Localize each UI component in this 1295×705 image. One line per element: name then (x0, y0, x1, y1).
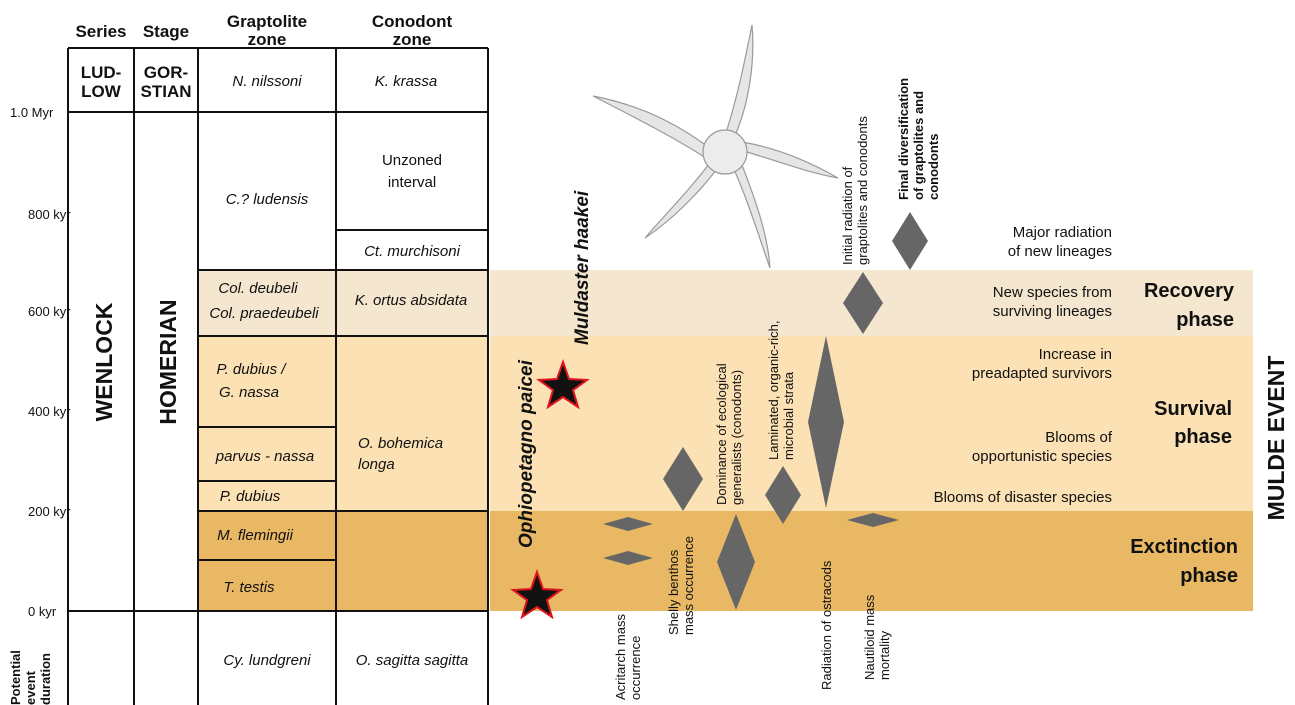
potential-label-1: Potential (8, 650, 23, 705)
shelly-1: Shelly benthos (666, 549, 681, 635)
species-ophiopetagno: Ophiopetagno paicei (516, 359, 537, 548)
phase-survival-1: Survival (1154, 398, 1232, 420)
ann-new-species-2: surviving lineages (993, 303, 1112, 320)
final-div-1: Final diversification (896, 78, 911, 200)
tick-0kyr: 0 kyr (28, 604, 57, 619)
label-final-diversification: Final diversification of graptolites and… (896, 78, 941, 200)
series-ludlow-1: LUD- (81, 63, 122, 82)
grapt-col-praedeubeli: Col. praedeubeli (209, 305, 319, 322)
dominance-2: generalists (conodonts) (729, 370, 744, 505)
label-dominance: Dominance of ecological generalists (con… (714, 363, 744, 505)
grapt-col-deubeli: Col. deubeli (218, 280, 298, 297)
potential-label-3: duration (38, 653, 53, 705)
header-conodont-1: Conodont (372, 12, 453, 31)
label-initial-radiation: Initial radiation of graptolites and con… (840, 116, 870, 265)
final-div-2: of graptolites and (911, 91, 926, 200)
header-graptolite-2: zone (248, 30, 287, 49)
grapt-parvus-nassa: parvus - nassa (215, 448, 314, 465)
final-div-3: conodonts (926, 134, 941, 200)
grapt-m-flemingii: M. flemingii (217, 527, 294, 544)
cono-unzoned-2: interval (388, 174, 436, 191)
stage-gorstian-1: GOR- (144, 63, 188, 82)
grapt-t-testis: T. testis (223, 579, 275, 596)
ann-blooms-opp-2: opportunistic species (972, 448, 1112, 465)
ann-new-species-1: New species from (993, 284, 1112, 301)
ann-increase-1: Increase in (1039, 346, 1112, 363)
acritarch-1: Acritarch mass (613, 614, 628, 700)
cono-o-sagitta: O. sagitta sagitta (356, 652, 469, 669)
laminated-2: microbial strata (781, 371, 796, 460)
phase-survival-2: phase (1174, 426, 1232, 448)
ann-major-radiation-1: Major radiation (1013, 224, 1112, 241)
cono-longa: longa (358, 456, 395, 473)
cono-ct-murchisoni: Ct. murchisoni (364, 243, 461, 260)
tick-600kyr: 600 kyr (28, 304, 71, 319)
tick-200kyr: 200 kyr (28, 504, 71, 519)
cono-unzoned-1: Unzoned (382, 152, 442, 169)
nautiloid-1: Nautiloid mass (862, 594, 877, 680)
header-stage: Stage (143, 22, 189, 41)
species-muldaster: Muldaster haakei (572, 190, 593, 345)
brittle-star-illustration (593, 25, 838, 268)
ann-major-radiation-2: of new lineages (1008, 243, 1112, 260)
grapt-g-nassa: G. nassa (219, 384, 279, 401)
cono-k-krassa: K. krassa (375, 73, 438, 90)
header-graptolite-1: Graptolite (227, 12, 307, 31)
acritarch-2: occurrence (628, 636, 643, 700)
potential-label-2: event (23, 670, 38, 705)
initial-rad-1: Initial radiation of (840, 166, 855, 265)
dominance-1: Dominance of ecological (714, 363, 729, 505)
label-acritarch: Acritarch mass occurrence (613, 614, 643, 700)
cono-fill-extinction (336, 511, 488, 611)
tick-400kyr: 400 kyr (28, 404, 71, 419)
grapt-p-dubius: P. dubius (220, 488, 281, 505)
phase-extinction-1: Exctinction (1130, 536, 1238, 558)
label-shelly: Shelly benthos mass occurrence (666, 536, 696, 635)
tick-800kyr: 800 kyr (28, 207, 71, 222)
cono-o-bohemica: O. bohemica (358, 435, 443, 452)
grapt-cy-lundgreni: Cy. lundgreni (223, 652, 311, 669)
laminated-1: Laminated, organic-rich, (766, 321, 781, 460)
diamond-final-div (892, 212, 928, 270)
ann-blooms-opp-1: Blooms of (1045, 429, 1113, 446)
ann-increase-2: preadapted survivors (972, 365, 1112, 382)
potential-event-duration-label: Potential event duration (8, 650, 53, 705)
grapt-c-ludensis: C.? ludensis (226, 191, 309, 208)
survival-phase-band (490, 336, 1253, 511)
initial-rad-2: graptolites and conodonts (855, 116, 870, 265)
grapt-p-dubius-slash: P. dubius / (217, 361, 288, 378)
phase-recovery-2: phase (1176, 309, 1234, 331)
series-wenlock: WENLOCK (91, 302, 117, 421)
cono-fill-survival (336, 336, 488, 511)
phase-recovery-1: Recovery (1144, 280, 1235, 302)
ann-blooms-disaster: Blooms of disaster species (934, 489, 1112, 506)
stage-gorstian-2: STIAN (141, 82, 192, 101)
stage-homerian: HOMERIAN (155, 299, 181, 424)
header-conodont-2: zone (393, 30, 432, 49)
grapt-n-nilssoni: N. nilssoni (232, 73, 302, 90)
mulde-event-title: MULDE EVENT (1263, 356, 1289, 521)
shelly-2: mass occurrence (681, 536, 696, 635)
series-ludlow-2: LOW (81, 82, 122, 101)
nautiloid-2: mortality (877, 630, 892, 680)
tick-1myr: 1.0 Myr (10, 105, 54, 120)
label-ostracods: Radiation of ostracods (819, 560, 834, 690)
cono-k-ortus-absidata: K. ortus absidata (355, 292, 468, 309)
header-series: Series (75, 22, 126, 41)
phase-extinction-2: phase (1180, 565, 1238, 587)
